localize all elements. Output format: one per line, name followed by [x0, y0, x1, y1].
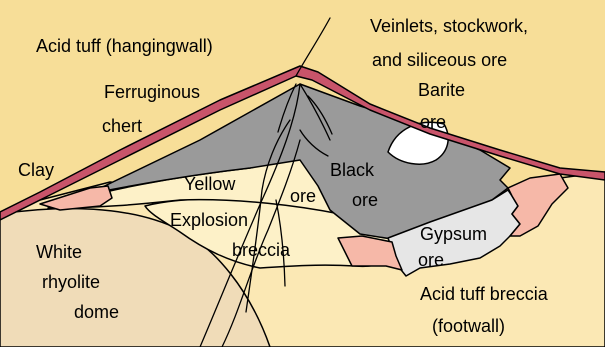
label-ferruginous-line-1: Ferruginous [104, 82, 200, 102]
label-acid-tuff-hangingwall: Acid tuff (hangingwall) [36, 36, 213, 56]
label-barite-line-1: Barite [418, 80, 465, 100]
label-white-rhyolite-line-1: White [36, 242, 82, 262]
label-yellow: Yellow [184, 174, 236, 194]
label-explosion-line-1: Explosion [170, 210, 248, 230]
label-acid-tuff-breccia-line-2: (footwall) [432, 316, 505, 336]
label-acid-tuff-breccia-line-1: Acid tuff breccia [420, 284, 549, 304]
label-barite-line-2: ore [420, 112, 446, 132]
label-gypsum-line-2: ore [418, 250, 444, 270]
label-black-line-1: Black [330, 160, 375, 180]
label-gypsum-line-1: Gypsum [420, 224, 487, 244]
label-yellow-ore: ore [290, 186, 316, 206]
label-black-line-2: ore [352, 190, 378, 210]
label-veinlets-line-1: Veinlets, stockwork, [370, 16, 528, 36]
label-clay: Clay [18, 160, 54, 180]
label-white-rhyolite-line-3: dome [74, 302, 119, 322]
label-veinlets-line-2: and siliceous ore [372, 50, 507, 70]
label-explosion-line-2: breccia [232, 240, 291, 260]
label-ferruginous-line-2: chert [102, 116, 142, 136]
label-white-rhyolite-line-2: rhyolite [42, 272, 100, 292]
